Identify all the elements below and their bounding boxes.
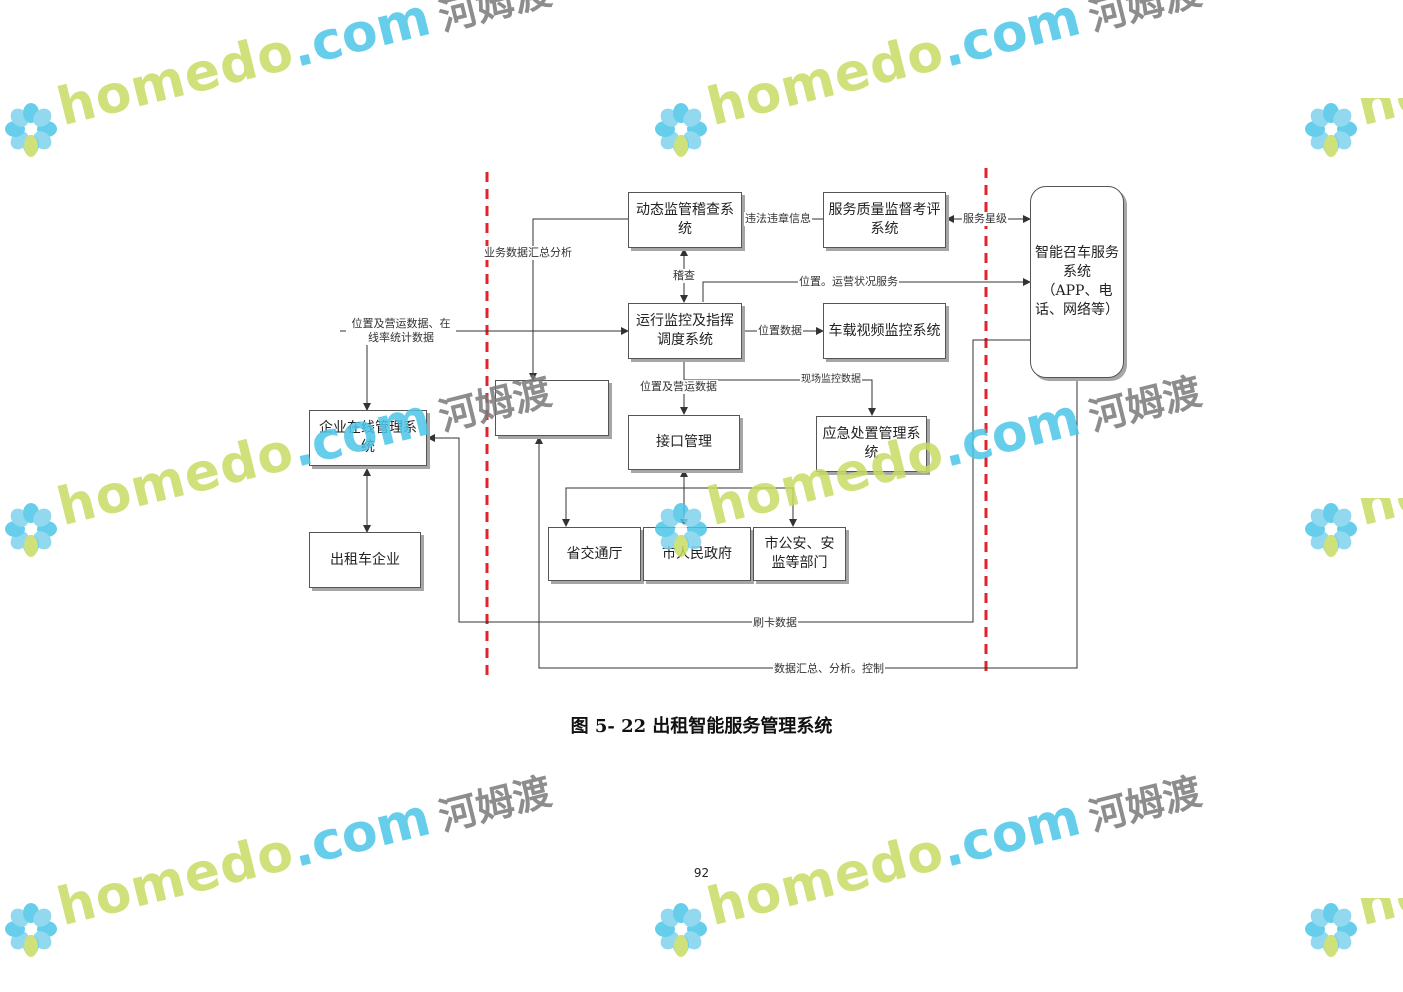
interface-mgmt-box: 接口管理 — [628, 415, 740, 470]
vehicle-video-box: 车载视频监控系统 — [823, 303, 946, 359]
edge-position-service — [702, 278, 1031, 302]
enterprise-online-box: 企业在线管理系统 — [309, 410, 427, 466]
position-operation-stats-label: 位置及营运数据、在线率统计数据 — [346, 317, 456, 345]
city-government-label: 市人民政府 — [662, 545, 732, 562]
dynamic-monitor-box: 动态监管稽查系统 — [628, 192, 742, 248]
position-data-label: 位置数据 — [757, 324, 803, 338]
vehicle-video-label: 车载视频监控系统 — [828, 322, 941, 339]
card-data-label: 刷卡数据 — [752, 616, 798, 630]
service-quality-label: 服务质量监督考评系统 — [828, 202, 941, 237]
interface-mgmt-label: 接口管理 — [656, 434, 712, 450]
data-summary-control-label: 数据汇总、分析。控制 — [773, 662, 885, 676]
provincial-transport-box: 省交通厅 — [548, 527, 641, 581]
emergency-label: 应急处置管理系统 — [822, 426, 921, 461]
scene-monitor-data-label: 现场监控数据 — [800, 373, 862, 387]
smart-call-label: 智能召车服务系统（APP、电话、网络等） — [1035, 245, 1119, 318]
smart-call-box: 智能召车服务系统（APP、电话、网络等） — [1030, 186, 1124, 378]
operation-monitor-label: 运行监控及指挥调度系统 — [636, 313, 734, 348]
taxi-company-box: 出租车企业 — [309, 532, 421, 588]
violation-info-label: 违法违章信息 — [744, 212, 812, 226]
figure-caption: 图 5- 22 出租智能服务管理系统 — [570, 716, 833, 737]
service-rating-label: 服务星级 — [962, 212, 1008, 226]
operation-monitor-box: 运行监控及指挥调度系统 — [628, 303, 742, 359]
edge-card-data — [427, 339, 1030, 623]
edge-business-analysis — [529, 218, 628, 381]
dynamic-monitor-label: 动态监管稽查系统 — [636, 202, 734, 237]
business-analysis-label: 业务数据汇总分析 — [483, 246, 573, 260]
service-quality-box: 服务质量监督考评系统 — [823, 192, 946, 248]
edge-interface-right — [684, 487, 797, 527]
page-number: 92 — [693, 866, 710, 880]
city-government-box: 市人民政府 — [643, 527, 751, 581]
enterprise-online-label: 企业在线管理系统 — [319, 420, 417, 455]
public-security-box: 市公安、安监等部门 — [753, 527, 846, 581]
public-security-label: 市公安、安监等部门 — [764, 536, 835, 571]
provincial-transport-label: 省交通厅 — [566, 545, 623, 562]
emergency-box: 应急处置管理系统 — [816, 416, 927, 472]
position-status-service-label: 位置。运营状况服务 — [798, 275, 899, 289]
edge-interface-left — [562, 487, 684, 527]
edge-summary-control — [535, 378, 1078, 669]
inspect-label: 稽查 — [672, 269, 696, 283]
taxi-company-label: 出租车企业 — [330, 551, 400, 568]
position-operation-data-label: 位置及营运数据 — [639, 380, 718, 394]
edge-scene-monitor — [684, 379, 876, 416]
blank-box — [495, 380, 609, 436]
